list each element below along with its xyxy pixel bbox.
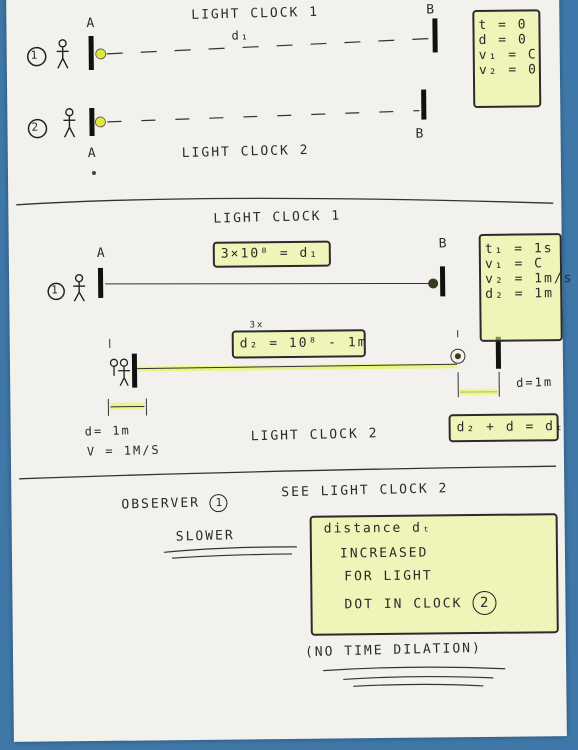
observer-line: OBSERVER 1 bbox=[121, 493, 229, 515]
formula3: d₂ + d = dₜ bbox=[456, 419, 565, 436]
observer-circle-2 bbox=[27, 118, 48, 139]
label-a-3: A bbox=[96, 245, 107, 262]
ink-drawing bbox=[16, 18, 557, 687]
d-right-label: d=1m bbox=[516, 374, 554, 390]
light-path-1 bbox=[106, 37, 432, 55]
light-dot-core bbox=[454, 353, 461, 360]
footer-underline-2 bbox=[343, 675, 494, 681]
observer-circle-num: 1 bbox=[209, 493, 229, 513]
label-b-1: B bbox=[426, 2, 437, 18]
variables-box-1: t = 0 d = 0 v₁ = C v₂ = 0 bbox=[472, 9, 542, 109]
section1-title2: LIGHT CLOCK 2 bbox=[181, 142, 310, 161]
light-path-4 bbox=[137, 363, 457, 370]
slower-underline-1 bbox=[163, 546, 297, 553]
slower-text: SLOWER bbox=[175, 528, 235, 545]
label-b-2: B bbox=[415, 126, 426, 142]
observer-num-1: 1 bbox=[30, 48, 40, 62]
mirror-a-2 bbox=[89, 107, 95, 137]
var-v1: v₁ = C bbox=[478, 47, 538, 63]
formula2-box: d₂ = 10⁸ - 1m bbox=[231, 329, 368, 359]
conclusion-line-4-wrap: DOT IN CLOCK 2 bbox=[344, 590, 544, 616]
formula2: d₂ = 10⁸ - 1m bbox=[239, 335, 368, 352]
clock-num-circle: 2 bbox=[472, 590, 497, 616]
var2-v1: v₁ = C bbox=[484, 256, 544, 272]
light-path-3 bbox=[105, 283, 430, 285]
observer-circle-1 bbox=[26, 46, 47, 67]
light-dot-2 bbox=[95, 116, 106, 128]
mirror-b-2 bbox=[421, 89, 427, 120]
var2-d2: d₂ = 1m bbox=[485, 286, 555, 302]
formula1-box: 3×10⁸ = d₁ bbox=[212, 240, 331, 268]
divider-1 bbox=[16, 197, 554, 206]
label-a-2: A bbox=[87, 145, 98, 162]
light-dot-4 bbox=[450, 348, 466, 364]
observer-num-3: 1 bbox=[51, 283, 60, 297]
label-b-3: B bbox=[438, 236, 449, 252]
light-dot-3 bbox=[428, 278, 439, 289]
stick-figure-1 bbox=[56, 39, 69, 69]
stick-figure-2 bbox=[63, 108, 76, 138]
formula2-exponent: 3x bbox=[249, 320, 265, 331]
footer-underline-3 bbox=[353, 683, 484, 687]
footer-underline-1 bbox=[323, 666, 506, 672]
var2-v2: v₂ = 1m/s bbox=[485, 270, 574, 287]
section2-title2: LIGHT CLOCK 2 bbox=[250, 426, 379, 445]
d1-label: d₁ bbox=[231, 28, 251, 43]
conclusion-line-3: FOR LIGHT bbox=[344, 568, 433, 585]
mirror-a-1 bbox=[88, 36, 94, 71]
slower-underline-2 bbox=[171, 553, 292, 559]
conclusion-line-2: INCREASED bbox=[339, 545, 429, 562]
formula3-box: d₂ + d = dₜ bbox=[448, 413, 565, 443]
mirror-b-4 bbox=[495, 336, 502, 369]
section1-title: LIGHT CLOCK 1 bbox=[191, 4, 320, 23]
var2-t1: t₁ = 1s bbox=[484, 241, 554, 257]
v-left-label: V = 1M/S bbox=[86, 442, 161, 459]
label-a-1: A bbox=[86, 15, 97, 32]
paper-sheet: A LIGHT CLOCK 1 B d₁ 1 2 A LIGHT CLOCK 2… bbox=[6, 0, 574, 742]
conclusion-line-4: DOT IN CLOCK bbox=[344, 596, 463, 613]
observer-num-2: 2 bbox=[31, 120, 41, 134]
stick-figure-4 bbox=[109, 358, 131, 387]
stick-figure-3 bbox=[73, 273, 86, 302]
mirror-a-3 bbox=[97, 267, 104, 298]
observer-circle-3 bbox=[47, 282, 65, 301]
var-d: d = 0 bbox=[478, 32, 528, 48]
light-path-2 bbox=[107, 109, 420, 123]
var-t: t = 0 bbox=[478, 17, 528, 33]
divider-2 bbox=[19, 465, 557, 480]
section2-title: LIGHT CLOCK 1 bbox=[213, 208, 342, 227]
variables-box-2: t₁ = 1s v₁ = C v₂ = 1m/s d₂ = 1m bbox=[478, 233, 574, 342]
mirror-b-1 bbox=[432, 18, 438, 53]
formula1: 3×10⁸ = d₁ bbox=[220, 245, 320, 262]
var-v2: v₂ = 0 bbox=[478, 62, 538, 78]
mirror-b-3 bbox=[439, 266, 446, 297]
dimension-highlight bbox=[460, 388, 498, 396]
light-dot-1 bbox=[95, 48, 107, 60]
conclusion-line-1: distance dₜ bbox=[323, 520, 432, 537]
d-left-label: d= 1m bbox=[84, 423, 131, 439]
mirror-a-4 bbox=[131, 353, 138, 388]
observer-text: OBSERVER bbox=[121, 495, 201, 513]
ink-dot bbox=[91, 171, 96, 176]
conclusion-box: distance dₜ INCREASED FOR LIGHT DOT IN C… bbox=[309, 513, 559, 636]
